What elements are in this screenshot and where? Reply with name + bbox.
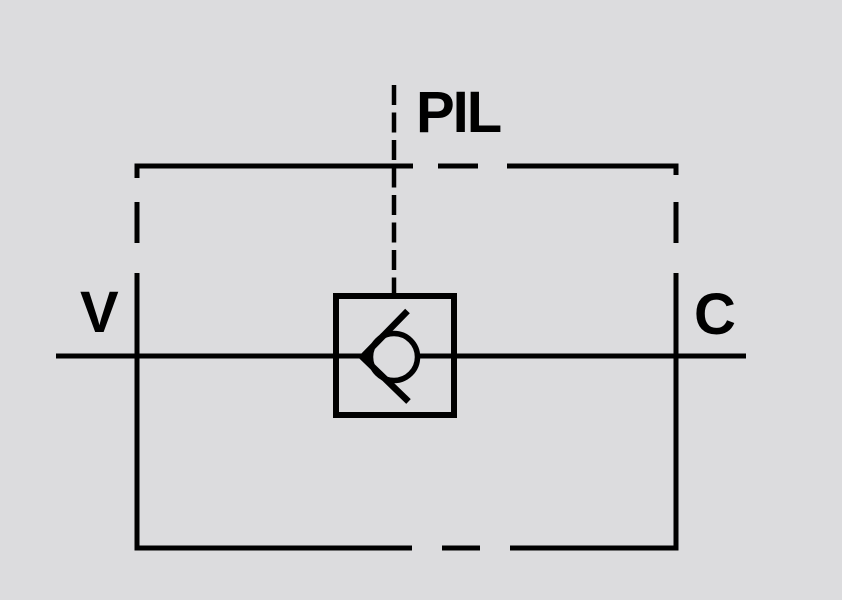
check-valve-ball: [367, 330, 421, 384]
label-cylinder-port: C: [694, 282, 736, 347]
envelope-dashed-box: [134, 163, 679, 551]
check-valve-body: [333, 293, 457, 418]
label-valve-port: V: [80, 280, 119, 345]
check-valve-seat: [357, 308, 411, 404]
label-pilot-port: PIL: [416, 80, 501, 145]
check-valve-symbol: [333, 293, 457, 418]
